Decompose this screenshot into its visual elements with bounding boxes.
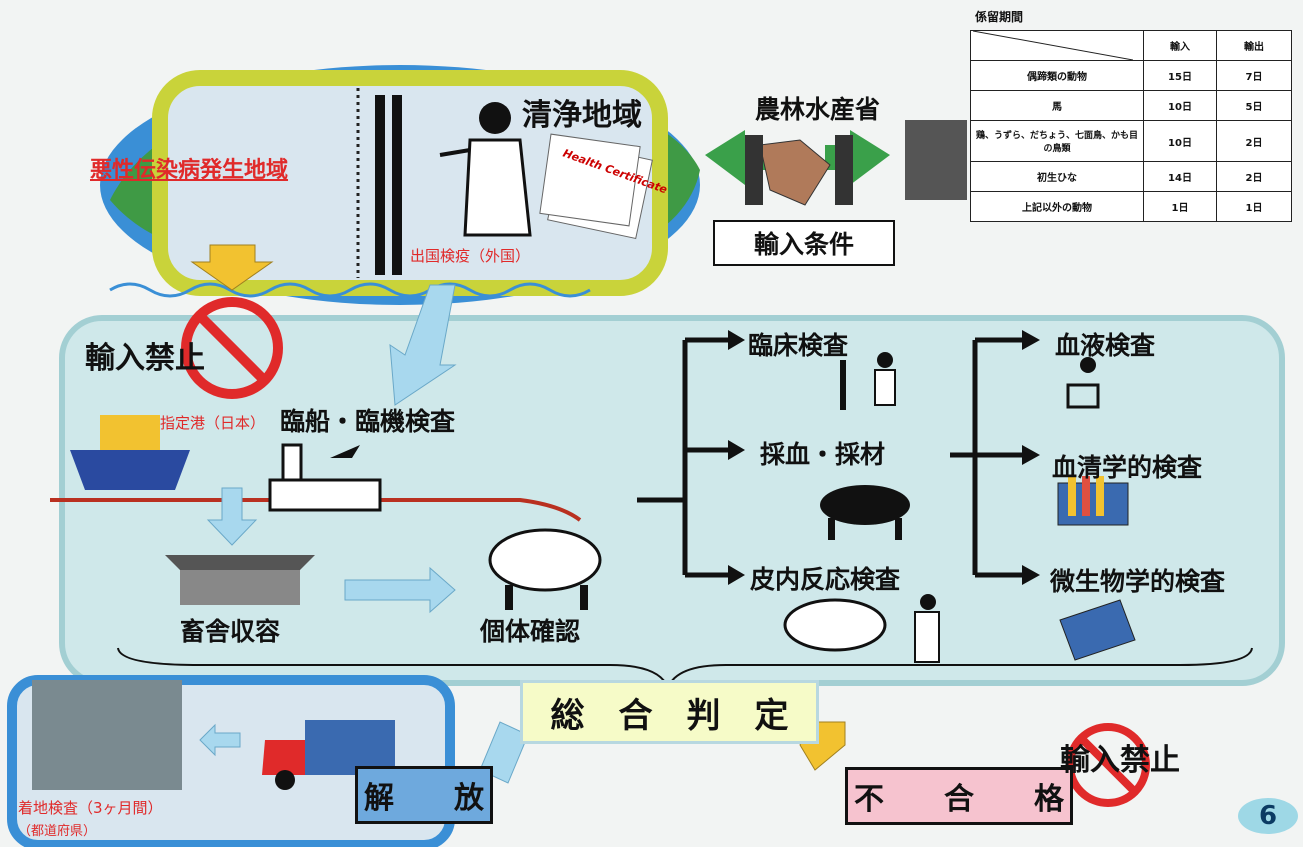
farm-photo xyxy=(32,680,182,790)
ministry-building-icon xyxy=(905,120,967,200)
sampling-label: 採血・採材 xyxy=(760,440,886,469)
cow-icon-id xyxy=(488,528,602,610)
serology-icon xyxy=(1057,476,1129,526)
border-gate-icon xyxy=(375,95,385,275)
fail-box: 不 合 格 xyxy=(845,767,1073,825)
branch-arrows-1 xyxy=(637,337,730,578)
destination-inspection-label: 着地検査（3ヶ月間） xyxy=(18,799,163,817)
wave-line xyxy=(109,282,591,298)
ship-icon xyxy=(70,415,190,490)
route-line xyxy=(50,498,582,522)
airport-icon xyxy=(268,443,382,512)
arrow-to-port xyxy=(389,284,457,406)
handshake-icon xyxy=(705,130,890,206)
destination-sub-label: （都道府県） xyxy=(18,824,97,839)
import-ban-bottom-label: 輸入禁止 xyxy=(1060,743,1180,778)
import-ban-top-label: 輸入禁止 xyxy=(85,341,205,376)
blood-test-label: 血液検査 xyxy=(1055,331,1156,360)
arrow-to-housing xyxy=(206,487,258,546)
microbiology-icon xyxy=(1059,599,1136,661)
microbiology-label: 微生物学的検査 xyxy=(1050,567,1226,596)
retention-header-row: 輸入 輸出 xyxy=(970,30,1292,61)
truck-icon xyxy=(262,720,395,790)
clean-area-frame xyxy=(152,70,668,296)
overall-judgment-box: 総 合 判 定 xyxy=(520,680,819,744)
retention-header-import: 輸入 xyxy=(1143,30,1217,61)
prohibition-sign-top xyxy=(181,297,283,399)
import-conditions-box: 輸入条件 xyxy=(713,220,895,266)
certificate-icon xyxy=(539,133,653,240)
branch-arrows-2 xyxy=(950,337,1025,578)
ship-air-inspection-label: 臨船・臨機検査 xyxy=(280,407,456,436)
retention-header-corner xyxy=(970,30,1144,61)
designated-port-label: 指定港（日本） xyxy=(160,414,266,432)
clinical-exam-icon xyxy=(840,352,896,410)
skin-test-label: 皮内反応検査 xyxy=(750,565,901,594)
export-inspection-label: 出国検疫（外国） xyxy=(410,247,531,265)
housing-label: 畜舎収容 xyxy=(180,617,281,646)
page-number-badge: 6 xyxy=(1238,798,1298,834)
clean-area-label: 清浄地域 xyxy=(522,98,642,133)
housing-icon xyxy=(165,555,315,605)
arrow-to-farm xyxy=(199,723,241,757)
ministry-label: 農林水産省 xyxy=(755,95,881,124)
inspector-icon xyxy=(439,102,532,237)
blood-test-icon xyxy=(1066,357,1100,409)
cow-icon-skin-test xyxy=(783,594,940,663)
down-arrow-yellow xyxy=(190,244,274,291)
retention-title: 係留期間 xyxy=(975,10,1024,24)
arrow-to-id-check xyxy=(344,566,456,614)
id-check-label: 個体確認 xyxy=(480,617,581,646)
serology-label: 血清学的検査 xyxy=(1052,453,1203,482)
cow-icon-sampling xyxy=(820,485,910,540)
infected-area-label: 悪性伝染病発生地域 xyxy=(90,158,289,183)
retention-header-export: 輸出 xyxy=(1216,30,1292,61)
prohibition-sign-bottom xyxy=(1066,723,1150,807)
clinical-exam-label: 臨床検査 xyxy=(748,331,849,360)
release-box: 解 放 xyxy=(355,766,493,824)
